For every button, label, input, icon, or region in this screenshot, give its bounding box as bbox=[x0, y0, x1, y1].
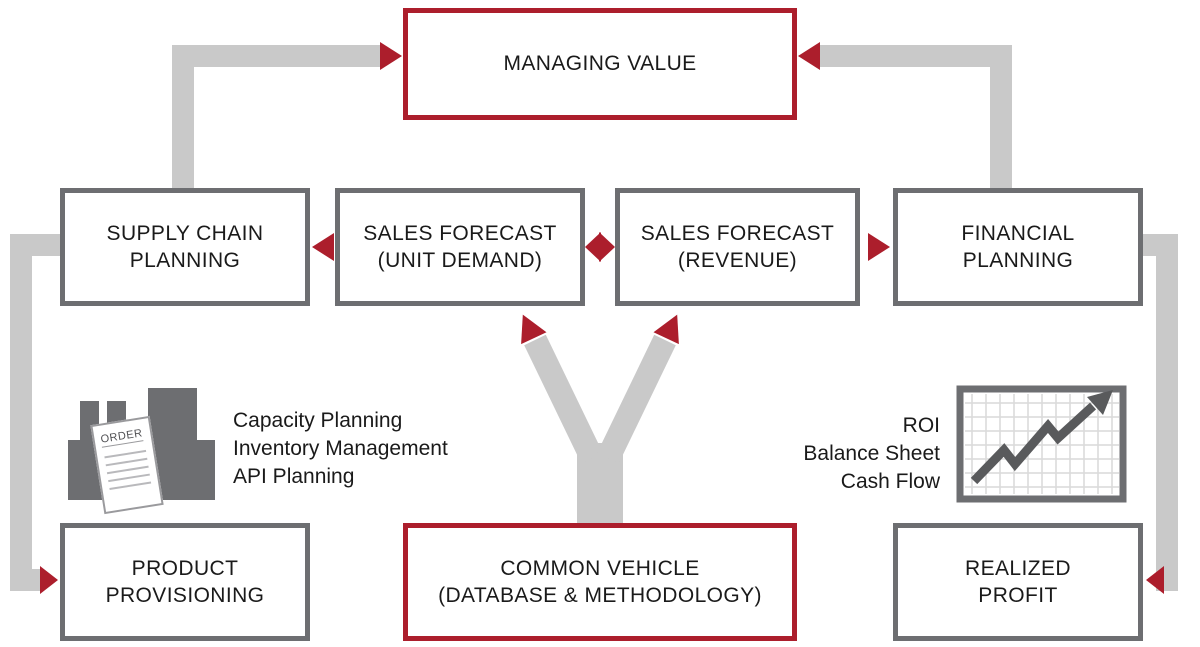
sales-forecast-unit-label: SALES FORECAST (UNIT DEMAND) bbox=[363, 221, 557, 272]
connector-supply-to-product bbox=[10, 234, 60, 594]
connector-segment bbox=[524, 334, 603, 464]
arrowhead-up-icon bbox=[653, 314, 679, 345]
connector-financial-to-managing bbox=[798, 42, 1012, 188]
sales-forecast-unit-box: SALES FORECAST (UNIT DEMAND) bbox=[335, 188, 585, 306]
connector-segment bbox=[597, 334, 676, 464]
arrowhead-left-icon bbox=[585, 232, 601, 262]
common-vehicle-box: COMMON VEHICLE (DATABASE & METHODOLOGY) bbox=[403, 523, 797, 641]
sales-forecast-revenue-label: SALES FORECAST (REVENUE) bbox=[640, 221, 835, 272]
chart-grid bbox=[965, 394, 1119, 494]
managing-value-label: MANAGING VALUE bbox=[503, 52, 697, 76]
arrowhead-left-icon bbox=[312, 233, 334, 261]
arrowhead-right-icon bbox=[599, 232, 615, 262]
chart-trend-line bbox=[970, 402, 1097, 485]
financial-planning-label: FINANCIAL PLANNING bbox=[961, 221, 1075, 272]
connector-segment bbox=[1164, 569, 1178, 591]
supply-chain-planning-box: SUPPLY CHAIN PLANNING bbox=[60, 188, 310, 306]
arrowhead-right-icon bbox=[868, 233, 890, 261]
arrowhead-left-icon bbox=[1146, 566, 1164, 594]
supply-chain-planning-label: SUPPLY CHAIN PLANNING bbox=[106, 221, 264, 272]
managing-value-box: MANAGING VALUE bbox=[403, 8, 797, 120]
common-vehicle-label: COMMON VEHICLE (DATABASE & METHODOLOGY) bbox=[438, 556, 762, 607]
sales-forecast-revenue-box: SALES FORECAST (REVENUE) bbox=[615, 188, 860, 306]
connector-segment bbox=[172, 45, 194, 188]
connector-segment bbox=[10, 569, 40, 591]
arrowhead-right-icon bbox=[380, 42, 402, 70]
product-provisioning-label: PRODUCT PROVISIONING bbox=[105, 556, 265, 607]
order-document-line bbox=[104, 449, 147, 459]
financial-side-note: ROI Balance Sheet Cash Flow bbox=[803, 414, 940, 493]
order-document-line bbox=[108, 473, 150, 483]
order-document-line bbox=[106, 465, 149, 475]
arrowhead-right-icon bbox=[40, 566, 58, 594]
connector-segment bbox=[990, 45, 1012, 188]
arrow-unit-revenue-bidirectional bbox=[585, 232, 615, 262]
realized-profit-box: REALIZED PROFIT bbox=[893, 523, 1143, 641]
connector-segment bbox=[820, 45, 1012, 67]
connector-financial-to-realized bbox=[1143, 234, 1178, 594]
connector-segment bbox=[1156, 234, 1178, 591]
order-document-line bbox=[109, 481, 152, 491]
chart-arrowhead-icon bbox=[1087, 390, 1113, 415]
connector-common-to-forecasts bbox=[521, 314, 679, 523]
connector-segment bbox=[10, 234, 32, 591]
arrowhead-left-icon bbox=[798, 42, 820, 70]
connector-segment bbox=[172, 45, 380, 67]
financial-planning-box: FINANCIAL PLANNING bbox=[893, 188, 1143, 306]
arrowhead-up-icon bbox=[521, 314, 547, 345]
order-document-line bbox=[105, 457, 148, 467]
order-document-title: ORDER bbox=[99, 427, 144, 448]
realized-profit-label: REALIZED PROFIT bbox=[965, 556, 1071, 607]
supply-side-note: Capacity Planning Inventory Management A… bbox=[233, 409, 448, 488]
growth-chart-icon bbox=[956, 385, 1127, 503]
connector-supply-to-managing bbox=[172, 42, 402, 188]
arrow-revenue-to-financial bbox=[868, 233, 890, 261]
arrow-unit-to-supply bbox=[312, 233, 334, 261]
product-provisioning-box: PRODUCT PROVISIONING bbox=[60, 523, 310, 641]
